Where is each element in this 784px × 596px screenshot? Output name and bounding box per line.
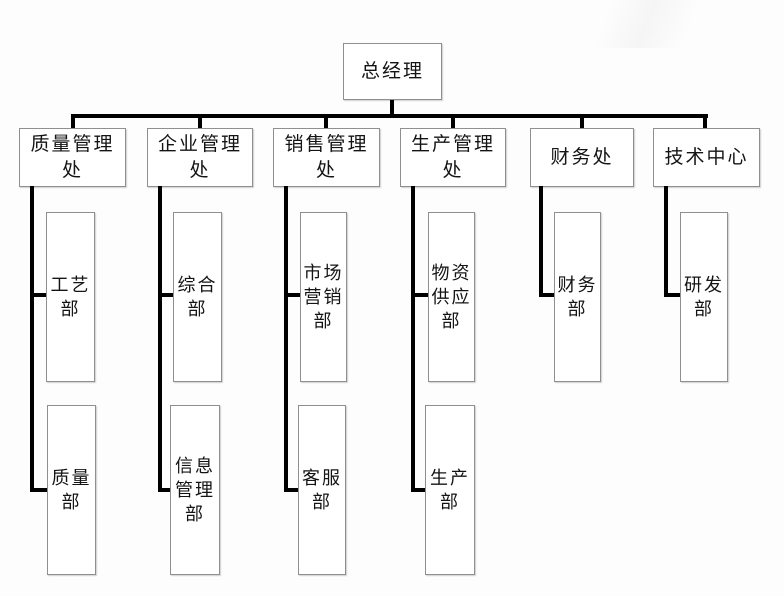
- connector-bus: [71, 114, 708, 118]
- connector-tick-marketing: [284, 293, 300, 297]
- connector-root-stub: [390, 100, 394, 115]
- org-box-finance-office-label: 财务处: [550, 146, 614, 168]
- org-box-material-supply-dept: 物资 供应 部: [428, 212, 475, 382]
- org-box-root: 总经理: [343, 43, 442, 100]
- connector-drop-sales: [324, 114, 328, 128]
- org-box-sales-office-label: 销售管理 处: [284, 133, 369, 181]
- connector-drop-production: [451, 114, 455, 128]
- connector-tick-process: [30, 293, 46, 297]
- org-box-quality-office-label: 质量管理 处: [30, 133, 115, 181]
- connector-tick-info-mgmt: [158, 488, 170, 492]
- connector-tick-quality-dept: [30, 488, 47, 492]
- org-box-enterprise-office: 企业管理 处: [147, 128, 253, 187]
- connector-hang-enterprise: [158, 186, 162, 492]
- org-box-marketing-dept: 市场 营销 部: [300, 212, 347, 382]
- org-box-root-label: 总经理: [360, 60, 424, 82]
- connector-drop-quality: [71, 114, 75, 128]
- org-box-production-office-label: 生产管理 处: [410, 133, 495, 181]
- org-box-sales-office: 销售管理 处: [273, 128, 380, 187]
- connector-tick-customer-svc: [284, 488, 298, 492]
- org-box-customer-service-dept-label: 客服 部: [302, 467, 342, 512]
- org-box-tech-center-label: 技术中心: [664, 146, 749, 168]
- org-box-rnd-dept: 研发 部: [680, 212, 728, 382]
- org-box-enterprise-office-label: 企业管理 处: [157, 133, 242, 181]
- background-smudge: [520, 0, 784, 48]
- org-box-info-mgmt-dept: 信息 管理 部: [170, 405, 220, 575]
- connector-tick-rnd-dept: [664, 293, 680, 297]
- connector-hang-finance: [539, 186, 543, 297]
- org-box-process-dept: 工艺 部: [46, 212, 95, 382]
- connector-drop-enterprise: [198, 114, 202, 128]
- org-box-quality-dept-label: 质量 部: [51, 467, 92, 512]
- org-box-finance-dept-label: 财务 部: [557, 274, 598, 319]
- connector-tick-finance-dept: [539, 293, 554, 297]
- org-box-production-dept: 生产 部: [425, 405, 475, 575]
- org-box-production-office: 生产管理 处: [400, 128, 506, 187]
- org-box-quality-dept: 质量 部: [47, 405, 96, 575]
- org-box-finance-dept: 财务 部: [554, 212, 601, 382]
- connector-tick-general: [158, 293, 173, 297]
- org-box-rnd-dept-label: 研发 部: [684, 274, 724, 319]
- org-box-customer-service-dept: 客服 部: [298, 405, 346, 575]
- org-box-marketing-dept-label: 市场 营销 部: [303, 262, 344, 332]
- connector-tick-material-supply: [411, 293, 428, 297]
- connector-hang-sales: [284, 186, 288, 492]
- connector-hang-production: [411, 186, 415, 492]
- org-box-general-dept-label: 综合 部: [177, 274, 218, 319]
- org-box-info-mgmt-dept-label: 信息 管理 部: [175, 455, 215, 525]
- org-box-production-dept-label: 生产 部: [430, 467, 470, 512]
- connector-drop-finance: [580, 114, 584, 128]
- connector-tick-production-dept: [411, 488, 425, 492]
- org-box-tech-center: 技术中心: [653, 128, 760, 187]
- connector-hang-quality: [30, 186, 34, 492]
- org-box-material-supply-dept-label: 物资 供应 部: [431, 262, 472, 332]
- connector-drop-tech: [703, 114, 707, 128]
- org-box-process-dept-label: 工艺 部: [50, 274, 91, 319]
- org-box-finance-office: 财务处: [530, 128, 634, 187]
- connector-hang-tech: [664, 186, 668, 297]
- org-box-general-dept: 综合 部: [173, 212, 222, 382]
- org-box-quality-office: 质量管理 处: [19, 128, 126, 187]
